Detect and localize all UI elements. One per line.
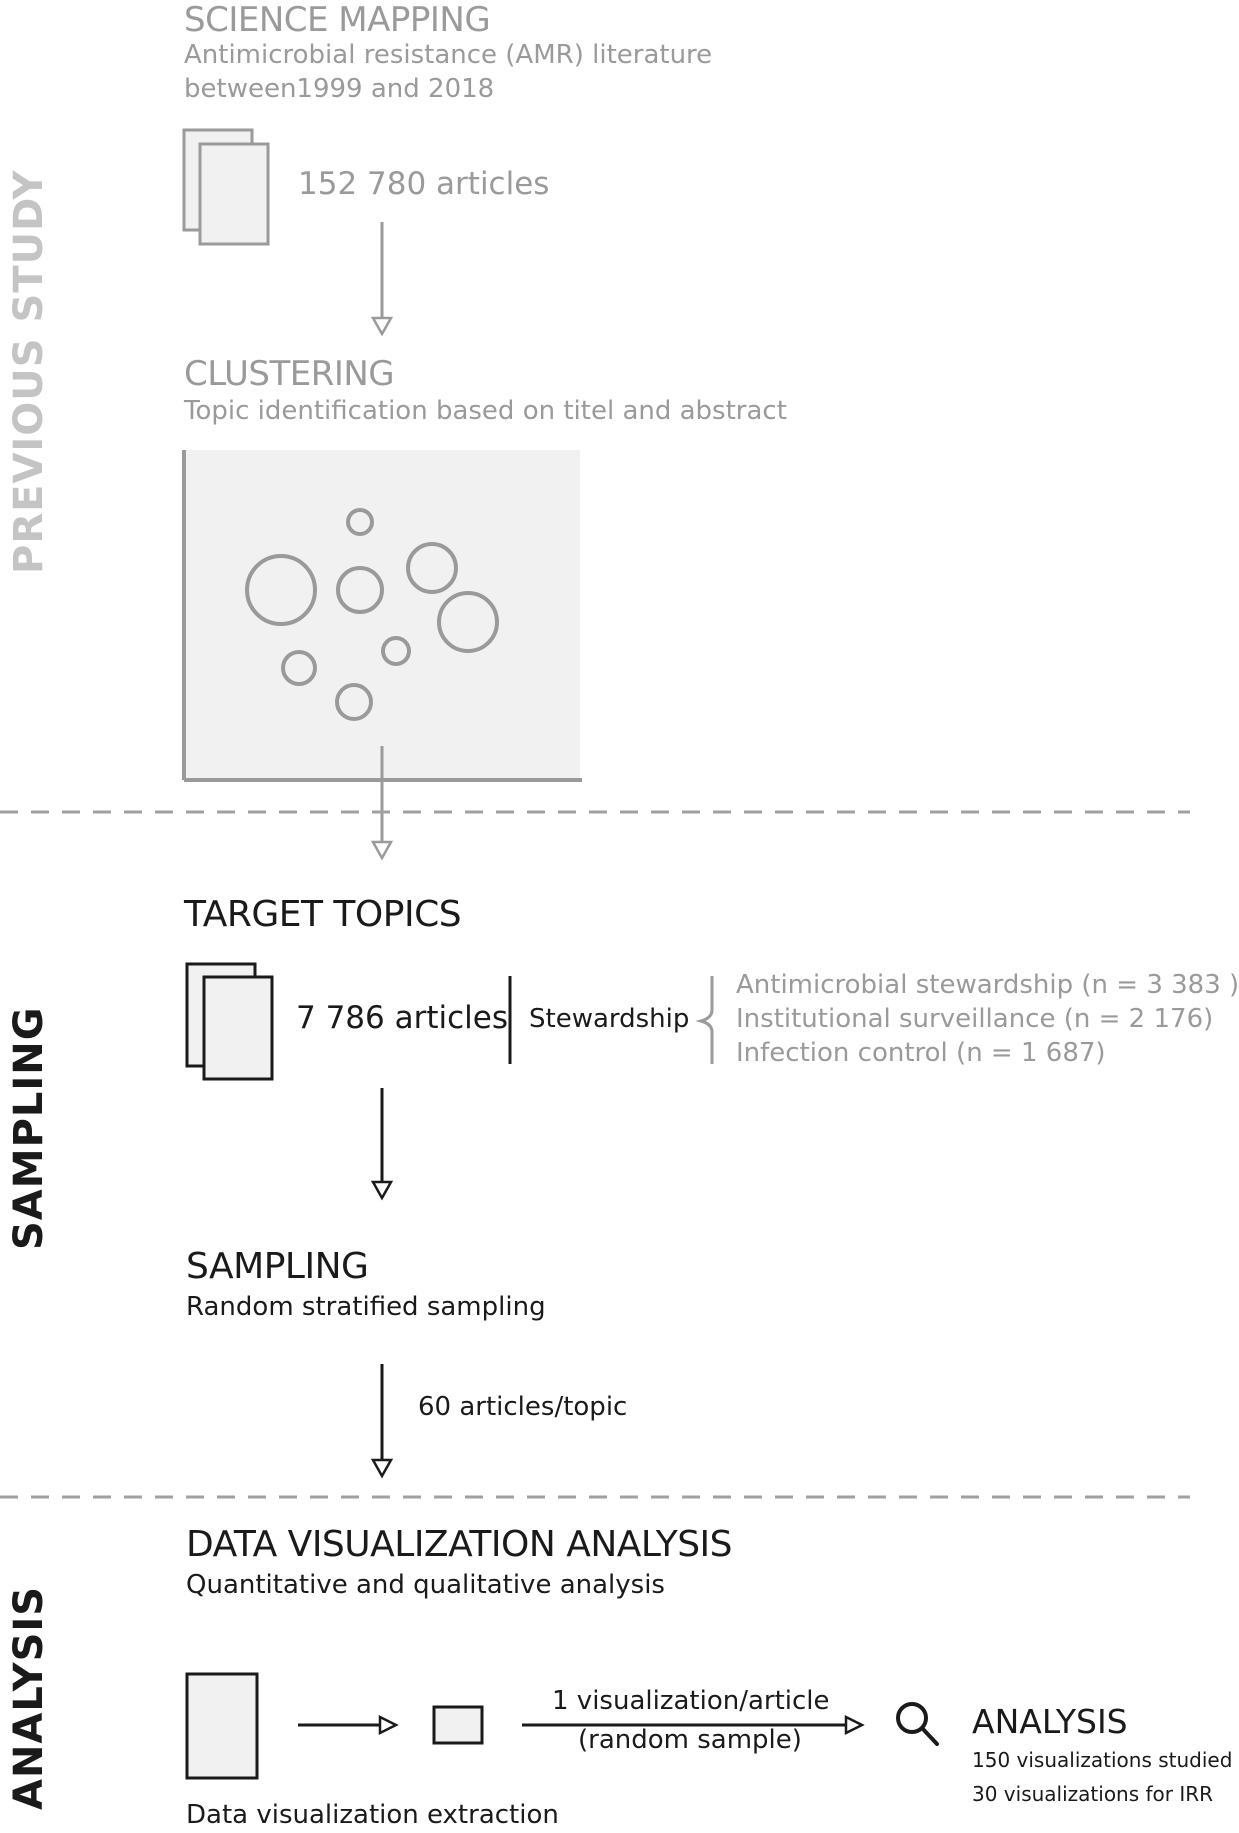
cluster-circle [281,650,317,686]
cluster-circle [245,554,317,626]
topic-item: Infection control (n = 1 687) [736,1038,1106,1068]
arrow-label-line2: (random sample) [578,1725,802,1755]
dva-title: DATA VISUALIZATION ANALYSIS [186,1524,733,1565]
arrow-down-icon [370,1088,394,1201]
sampling-title: SAMPLING [186,1246,369,1287]
arrow-label-line1: 1 visualization/article [552,1686,830,1716]
category-label: Stewardship [529,1004,690,1034]
cluster-circle [336,566,384,614]
arrow-right-icon [298,1714,399,1736]
arrow-down-icon [370,746,394,861]
topic-item: Institutional surveillance (n = 2 176) [736,1004,1214,1034]
target-article-count: 7 786 articles [296,1000,508,1036]
cluster-circle [346,508,374,536]
document-icon [185,1672,259,1780]
visualization-icon [432,1705,484,1745]
cluster-circle [381,636,411,666]
document-stack-icon [185,962,274,1081]
per-topic-label: 60 articles/topic [418,1392,628,1422]
arrow-down-icon [370,222,394,337]
science-mapping-title: SCIENCE MAPPING [184,0,491,40]
cluster-circle [335,683,373,721]
sampling-subtitle: Random stratified sampling [186,1292,546,1322]
cluster-circle [437,591,499,653]
science-mapping-subtitle-line1: Antimicrobial resistance (AMR) literatur… [184,40,713,70]
target-topics-title: TARGET TOPICS [184,894,462,935]
science-mapping-subtitle-line2: between1999 and 2018 [184,74,495,104]
clustering-title: CLUSTERING [184,354,395,394]
article-count-label: 152 780 articles [298,166,550,202]
arrow-down-icon [370,1364,394,1479]
extraction-label: Data visualization extraction [186,1800,559,1830]
analysis-studied: 150 visualizations studied [972,1748,1233,1772]
cluster-panel [182,450,582,782]
arrow-right-icon [522,1714,865,1736]
dva-subtitle: Quantitative and qualitative analysis [186,1570,665,1600]
curly-brace-icon [695,976,714,1064]
analysis-irr: 30 visualizations for IRR [972,1782,1214,1806]
magnifier-icon [896,1702,939,1746]
topic-item: Antimicrobial stewardship (n = 3 383 ) [736,970,1239,1000]
clustering-subtitle: Topic identification based on titel and … [184,396,787,426]
analysis-title: ANALYSIS [972,1702,1128,1741]
document-stack-icon [182,128,270,246]
cluster-circle [406,542,458,594]
